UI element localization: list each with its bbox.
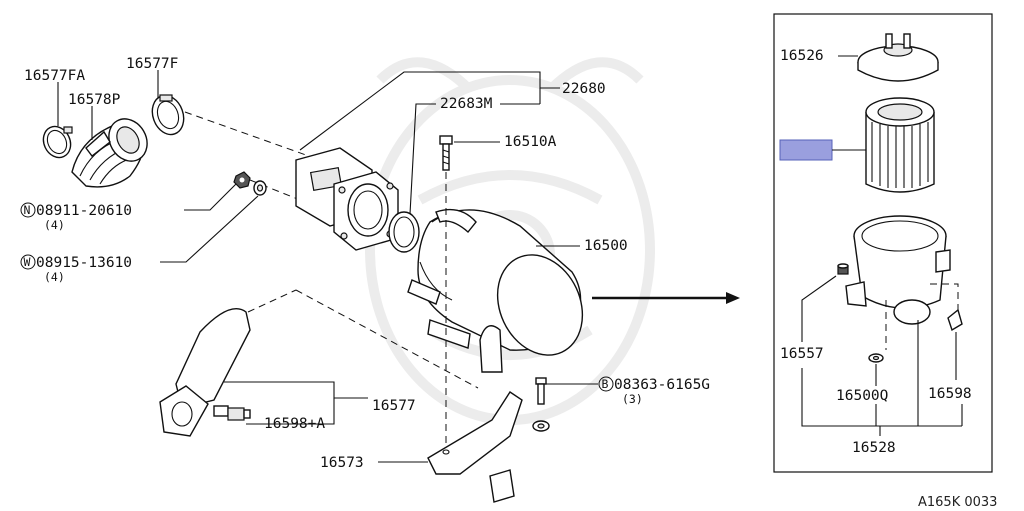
bolt-16510A[interactable]	[439, 135, 453, 171]
air-cleaner-body-16500[interactable]	[407, 208, 598, 373]
leader-08911	[184, 183, 237, 211]
sensor-16598A[interactable]	[213, 405, 251, 421]
label-16500Q: 16500Q	[836, 388, 888, 404]
label-16573: 16573	[320, 455, 364, 471]
gasket-22683M[interactable]	[388, 211, 420, 253]
prefix-B: B	[598, 376, 614, 392]
qty-08915: (4)	[44, 270, 65, 284]
washer-08915-13610[interactable]	[253, 180, 267, 196]
label-16557: 16557	[780, 346, 824, 362]
highlight-part-marker[interactable]	[779, 139, 833, 161]
leader-16577	[224, 381, 368, 399]
bolt-08363-6165G[interactable]	[532, 377, 550, 432]
clamp-16577F[interactable]	[147, 91, 189, 139]
label-22683M: 22683M	[440, 96, 493, 112]
prefix-N: N	[20, 202, 36, 218]
label-22680: 22680	[562, 81, 606, 97]
prefix-W: W	[20, 254, 36, 270]
svg-text:B: B	[602, 377, 609, 391]
label-16510A: 16510A	[504, 134, 557, 150]
label-08915-13610: 08915-13610	[36, 255, 132, 271]
bracket-16573[interactable]	[427, 391, 523, 503]
label-16598: 16598	[928, 386, 972, 402]
lower-housing-16528[interactable]	[845, 215, 951, 325]
arrow-to-detail	[592, 292, 740, 304]
label-08363-6165G: 08363-6165G	[614, 377, 710, 393]
leader-16557	[801, 275, 837, 342]
leader-16528	[801, 320, 919, 427]
clamp-16577FA[interactable]	[38, 122, 75, 162]
label-16577FA: 16577FA	[24, 68, 85, 84]
air-duct-16577[interactable]	[159, 308, 251, 437]
label-16577: 16577	[372, 398, 416, 414]
label-08911-20610: 08911-20610	[36, 203, 132, 219]
svg-text:N: N	[24, 203, 31, 217]
qty-08363: (3)	[622, 392, 643, 406]
nut-08911-20610[interactable]	[233, 171, 251, 189]
label-16500: 16500	[584, 238, 628, 254]
leader-22680	[299, 71, 560, 151]
intake-hose-16578P[interactable]	[71, 112, 155, 188]
filter-element[interactable]	[865, 97, 935, 193]
grommet-16557[interactable]	[837, 263, 849, 275]
cover-16526[interactable]	[857, 33, 939, 82]
svg-text:W: W	[24, 255, 31, 269]
air-flow-meter-22680[interactable]	[295, 147, 399, 251]
leader-08915	[160, 195, 259, 263]
label-16526: 16526	[780, 48, 824, 64]
label-16528: 16528	[852, 440, 896, 456]
leader-22683M	[409, 103, 436, 215]
label-16578P: 16578P	[68, 92, 121, 108]
clip-16598[interactable]	[947, 308, 963, 332]
valve-16500Q[interactable]	[868, 353, 884, 363]
label-16577F: 16577F	[126, 56, 178, 72]
detail-panel	[773, 13, 993, 473]
qty-08911: (4)	[44, 218, 65, 232]
label-16598A: 16598+A	[264, 416, 325, 432]
diagram-code: A165K 0033	[918, 495, 997, 510]
